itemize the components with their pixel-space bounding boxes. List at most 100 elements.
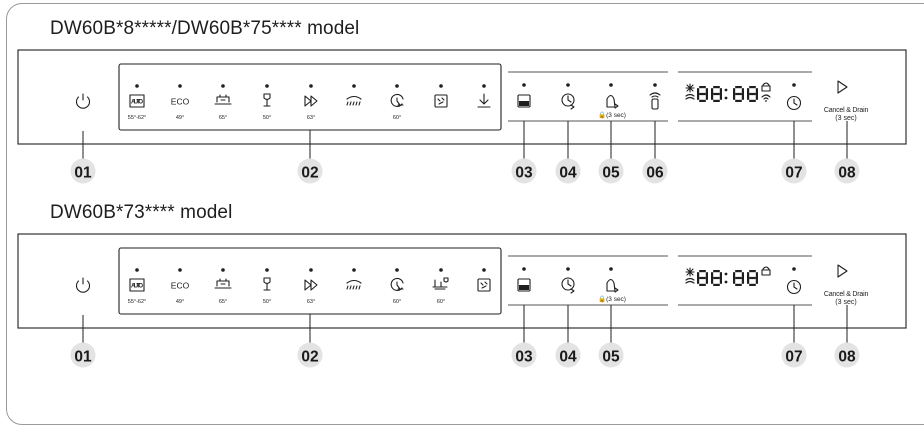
lock-icon	[761, 82, 771, 92]
program-indicator-dot	[178, 268, 182, 272]
self-clean-icon	[434, 94, 448, 108]
program-indicator-dot	[352, 268, 356, 272]
half-load-fill	[519, 285, 529, 290]
callout-number: 08	[838, 165, 856, 182]
callout-marker-02	[297, 158, 323, 184]
cancel-drain-label: Cancel & Drain	[824, 107, 869, 114]
display-segment	[733, 94, 736, 100]
display-segment	[741, 278, 744, 284]
program-indicator-dot	[135, 268, 139, 272]
display-segment	[747, 278, 750, 284]
drain-arrow-icon	[477, 93, 491, 108]
callout-marker-04	[555, 342, 581, 368]
program-temp-label: 55°-62°	[128, 299, 146, 305]
display-segment	[735, 92, 742, 96]
display-segment	[711, 94, 714, 100]
display-segment	[719, 94, 722, 100]
program-temp-label: 60°	[437, 299, 445, 305]
rinse-aid-icon	[685, 267, 695, 277]
display-segment	[719, 278, 722, 284]
callout-number: 04	[559, 165, 577, 182]
callout-marker-08	[834, 342, 860, 368]
child-lock-icon	[606, 94, 619, 109]
display-colon	[724, 96, 728, 100]
callout-marker-06	[642, 158, 668, 184]
callout-number: 01	[74, 165, 92, 182]
option-indicator-dot	[566, 267, 570, 271]
callout-number: 05	[602, 165, 620, 182]
display-segment	[719, 272, 722, 278]
program-indicator-dot	[395, 268, 399, 272]
cancel-drain-label: Cancel & Drain	[824, 291, 869, 298]
display-segment	[705, 88, 708, 94]
intensive-icon	[214, 94, 232, 105]
callout-marker-03	[511, 158, 537, 184]
callout-number: 03	[515, 165, 533, 182]
display-colon	[724, 272, 728, 276]
display-segment	[705, 272, 708, 278]
callout-number: 07	[785, 349, 802, 366]
delicate-glass-icon	[263, 277, 271, 291]
program-indicator-dot	[352, 84, 356, 88]
program-temp-label: 65°	[219, 299, 227, 305]
callout-marker-05	[598, 342, 624, 368]
display-segment	[733, 278, 736, 284]
display-segment	[733, 88, 736, 94]
callout-marker-01	[70, 342, 96, 368]
program-indicator-dot	[309, 84, 313, 88]
delay-end-icon	[561, 277, 575, 294]
panel-outline	[17, 233, 907, 329]
eco-icon-label: ECO	[171, 97, 190, 107]
display-segment	[713, 283, 720, 286]
display-segment	[699, 276, 706, 280]
display-segment	[735, 283, 742, 286]
timer-indicator-dot	[792, 267, 796, 271]
display-segment	[741, 88, 744, 94]
display-segment	[719, 88, 722, 94]
quick-icon	[390, 93, 404, 107]
play-icon	[837, 264, 848, 278]
display-segment	[749, 92, 756, 96]
display-segment	[699, 283, 706, 286]
lock-icon	[761, 266, 771, 276]
callout-marker-02	[297, 342, 323, 368]
display-segment	[713, 276, 720, 280]
program-temp-label: 50°	[263, 299, 271, 305]
callout-number: 02	[301, 349, 318, 366]
option-sub-label: 🔒(3 sec)	[598, 111, 626, 119]
display-segment	[699, 270, 706, 273]
callout-marker-01	[70, 158, 96, 184]
option-indicator-dot	[653, 83, 657, 87]
display-segment	[735, 276, 742, 280]
intensive-icon	[214, 278, 232, 289]
callout-number: 08	[838, 349, 856, 366]
wifi-dot	[765, 100, 767, 102]
program-indicator-dot	[221, 268, 225, 272]
display-segment	[755, 88, 758, 94]
auto-icon: AUTO	[129, 278, 145, 292]
program-temp-label: 50°	[263, 115, 271, 121]
quick-icon	[390, 277, 404, 291]
display-segment	[735, 86, 742, 89]
rinse-icon	[346, 95, 362, 106]
program-temp-label: 63°	[307, 299, 315, 305]
power-icon	[76, 277, 90, 293]
program-temp-label: 60°	[393, 115, 401, 121]
callout-marker-07	[781, 342, 807, 368]
display-segment	[699, 99, 706, 102]
program-indicator-dot	[395, 84, 399, 88]
display-segment	[713, 86, 720, 89]
callout-marker-07	[781, 158, 807, 184]
delicate-glass-icon	[263, 93, 271, 107]
display-segment	[713, 99, 720, 102]
model-title-1: DW60B*8*****/DW60B*75**** model	[50, 18, 360, 39]
program-temp-label: 65°	[219, 115, 227, 121]
display-segment	[749, 283, 756, 286]
display-segment	[711, 88, 714, 94]
program-temp-label: 60°	[393, 299, 401, 305]
timer-icon	[786, 279, 802, 295]
child-lock-icon	[606, 278, 619, 293]
callout-marker-03	[511, 342, 537, 368]
display-segment	[699, 86, 706, 89]
